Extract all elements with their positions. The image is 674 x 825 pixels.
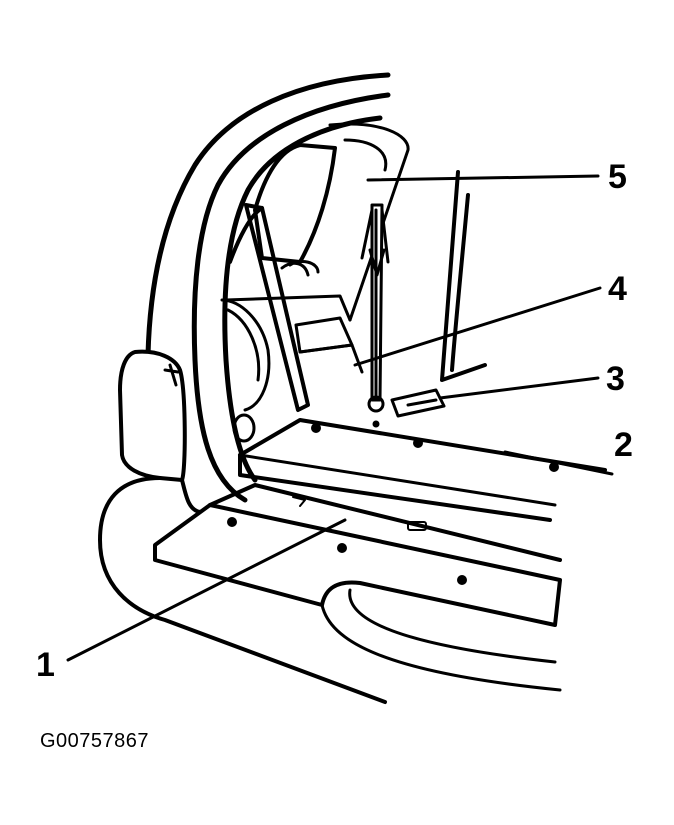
figure-id: G00757867 — [40, 730, 150, 752]
leader-line-5 — [366, 174, 600, 182]
rear-seat-back — [280, 122, 410, 374]
seat-belt — [228, 203, 310, 412]
support-strap — [360, 203, 390, 428]
tail-lamp — [118, 349, 187, 482]
leader-line-4 — [353, 286, 602, 367]
side-trim — [220, 294, 352, 443]
quarter-window — [253, 143, 337, 264]
callout-5: 5 — [608, 158, 627, 196]
callout-1: 1 — [36, 646, 55, 684]
callout-3: 3 — [606, 360, 625, 398]
callout-4: 4 — [608, 270, 627, 308]
callout-2: 2 — [614, 426, 633, 464]
leader-line-3 — [438, 376, 600, 400]
door-frame — [440, 170, 487, 382]
leader-line-2 — [503, 450, 614, 476]
rear-bumper — [98, 476, 387, 704]
sill-plate — [153, 483, 562, 692]
leader-line-1 — [66, 518, 347, 662]
floor-latch — [390, 388, 446, 418]
leader-lines — [66, 174, 614, 662]
load-floor-panel — [238, 418, 607, 522]
